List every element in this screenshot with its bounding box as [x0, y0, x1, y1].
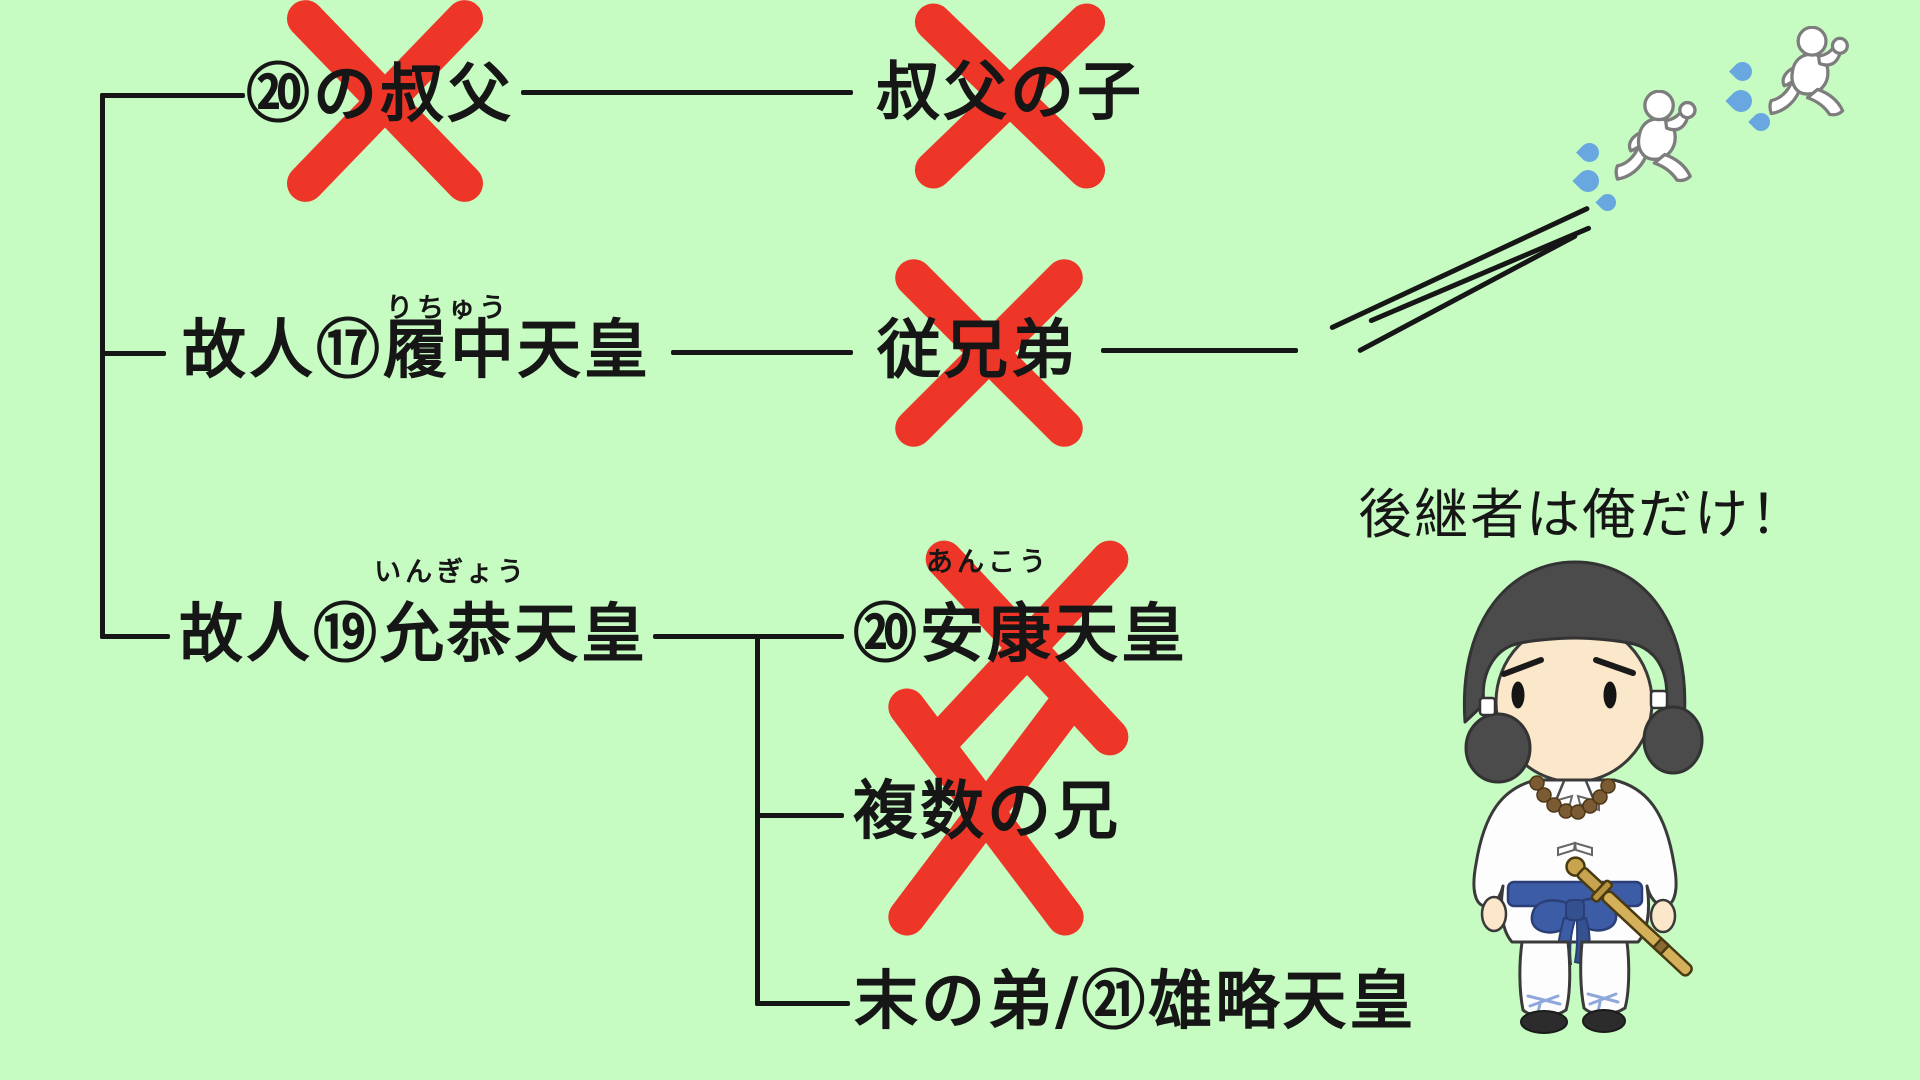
row1-middle-line: [521, 90, 853, 95]
row2-right-line: [1101, 348, 1298, 353]
row2-connector-line: [671, 350, 853, 355]
speed-line-icon: [1328, 205, 1591, 331]
speed-line-icon: [1368, 225, 1592, 324]
row3-connector-line: [653, 634, 844, 639]
node-anko: ⑳安康天皇: [853, 598, 1188, 672]
node-uncles-son: 叔父の子: [876, 56, 1144, 130]
node-yuryaku: 末の弟/㉑雄略天皇: [854, 965, 1417, 1039]
node-richu: 故人⑰履中天皇: [182, 314, 651, 388]
sweat-drop-icon: [1725, 85, 1757, 117]
node-cousin: 従兄弟: [877, 314, 1078, 388]
sweat-drop-icon: [1729, 58, 1756, 85]
node-brothers: 複数の兄: [853, 775, 1121, 849]
furigana-richu: りちゅう: [386, 293, 510, 324]
emperor-character-illustration: [1420, 552, 1730, 1044]
sweat-drop-icon: [1572, 165, 1604, 197]
row3-branch-tick: [100, 634, 170, 639]
child3-branch-tick: [755, 1001, 850, 1006]
runner-icon: [1762, 25, 1864, 138]
runner-icon: [1608, 89, 1712, 204]
children-vertical-line: [755, 634, 760, 1006]
trunk-vertical-line: [100, 93, 105, 639]
node-uncle: ⑳の叔父: [246, 58, 514, 132]
furigana-ingyo: いんぎょう: [374, 557, 528, 588]
furigana-anko: あんこう: [926, 547, 1050, 578]
speech-text: 後継者は俺だけ！: [1358, 483, 1806, 546]
child2-branch-tick: [755, 813, 844, 818]
node-ingyo: 故人⑲允恭天皇: [179, 598, 648, 672]
row2-branch-tick: [100, 351, 166, 356]
sweat-drop-icon: [1576, 139, 1603, 166]
speed-line-icon: [1356, 232, 1579, 354]
row1-left-line: [100, 93, 245, 98]
